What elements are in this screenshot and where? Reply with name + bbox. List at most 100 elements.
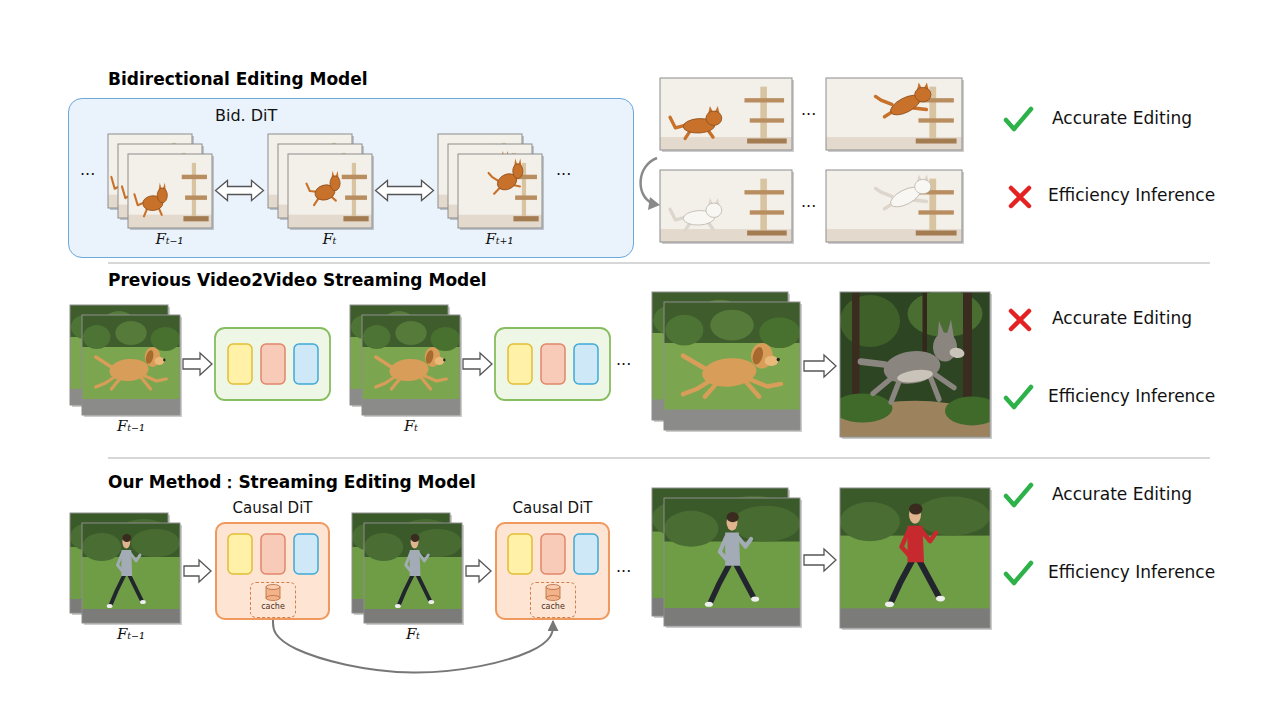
scene-shape (914, 200, 927, 202)
separator (108, 262, 1210, 263)
scene-shape (750, 210, 784, 214)
scene-shape (664, 302, 800, 430)
connector (184, 560, 211, 582)
scene-shape (840, 608, 990, 628)
scene-shape (82, 315, 180, 415)
stream-block (215, 328, 330, 400)
scene-shape (748, 379, 781, 387)
scene-shape (183, 216, 208, 221)
scene-shape (915, 179, 931, 193)
scene-shape (840, 488, 990, 628)
frame-border (840, 488, 990, 628)
scene-shape (760, 87, 767, 139)
scene-shape (840, 502, 900, 541)
node-label: Causal DiT (217, 499, 328, 517)
video-frame (82, 315, 180, 415)
scene-shape (945, 396, 990, 425)
separator (108, 457, 1210, 458)
scene-shape (144, 349, 154, 364)
cache-icon (266, 596, 280, 601)
scene-shape (364, 533, 403, 561)
scene-shape (109, 357, 150, 382)
scene-shape (443, 359, 445, 362)
scene-shape (376, 357, 392, 367)
frame-border (840, 292, 990, 437)
scene-shape (744, 98, 784, 102)
scene-shape (364, 609, 462, 623)
scene-shape (660, 170, 792, 242)
scene-shape (915, 87, 931, 101)
frame-stack: Fₜ₋₁ (108, 134, 212, 250)
video-frame (664, 302, 800, 430)
model-box: Bid. DiTFₜ₋₁FₜFₜ₊₁ (68, 98, 634, 258)
scene-shape (82, 609, 180, 623)
scene-shape (885, 601, 894, 607)
node-label: Fₜ (288, 230, 372, 248)
scene-shape (435, 357, 445, 365)
scene-shape (921, 530, 936, 541)
scene-shape (876, 188, 892, 196)
section-title: Previous Video2Video Streaming Model (108, 270, 487, 290)
cache-icon (546, 585, 560, 590)
scene-shape (343, 216, 368, 221)
scene-shape (363, 325, 390, 349)
check-mark (1006, 387, 1031, 407)
scene-shape (342, 175, 367, 179)
scene-shape (732, 506, 800, 542)
scene-shape (107, 604, 113, 608)
yellow-layer (228, 344, 252, 384)
video-frame (826, 170, 962, 242)
attention-layer (541, 534, 565, 574)
node-label: Fₜ₊₁ (458, 230, 542, 248)
scene-shape (362, 399, 460, 415)
frame-stack: Fₜ (352, 513, 462, 647)
scene-shape (82, 533, 121, 561)
section-title: Bidirectional Editing Model (108, 69, 368, 89)
scene-shape (882, 348, 943, 388)
cache-block: cache (250, 582, 296, 618)
scene-shape (861, 362, 885, 365)
scene-shape (288, 154, 372, 228)
scene-shape (489, 173, 499, 181)
scene-shape (920, 561, 940, 597)
scene-shape (706, 203, 722, 217)
scene-shape (840, 394, 893, 423)
scene-shape (746, 381, 760, 396)
ellipsis: ... (616, 557, 631, 576)
scene-shape (151, 327, 180, 351)
scene-shape (163, 359, 165, 362)
ellipsis: ... (556, 160, 571, 179)
flow-arrow (804, 355, 836, 377)
scene-shape (140, 600, 146, 604)
node-label: Fₜ₋₁ (82, 625, 180, 643)
scene-shape (122, 534, 131, 542)
scene-shape (963, 292, 972, 408)
stream-block (495, 328, 610, 400)
model-panel-fill (68, 98, 634, 258)
scene-shape (660, 137, 792, 150)
yellow-layer (228, 534, 252, 574)
blue-layer (574, 344, 598, 384)
scene-shape (395, 321, 426, 345)
scene-shape (143, 375, 167, 381)
cache-icon (546, 596, 560, 601)
blue-layer (294, 344, 318, 384)
scene-shape (513, 216, 538, 221)
scene-shape (826, 78, 962, 150)
frame-stack: Fₜ₊₁ (438, 134, 542, 250)
scene-shape (664, 410, 800, 430)
frame-border (660, 170, 792, 242)
video-frame (826, 78, 962, 150)
scene-shape (399, 575, 413, 605)
frame-border (664, 302, 800, 430)
flow-arrow (463, 353, 492, 375)
scene-shape (141, 377, 151, 389)
video-frame (660, 78, 792, 150)
scene-shape (840, 295, 900, 347)
scene-shape (352, 163, 356, 216)
scene-shape (744, 190, 784, 194)
frame-stack: Fₜ₋₁ (70, 513, 180, 647)
scene-shape (750, 118, 784, 122)
scene-shape (936, 596, 945, 602)
scene-shape (710, 310, 754, 341)
